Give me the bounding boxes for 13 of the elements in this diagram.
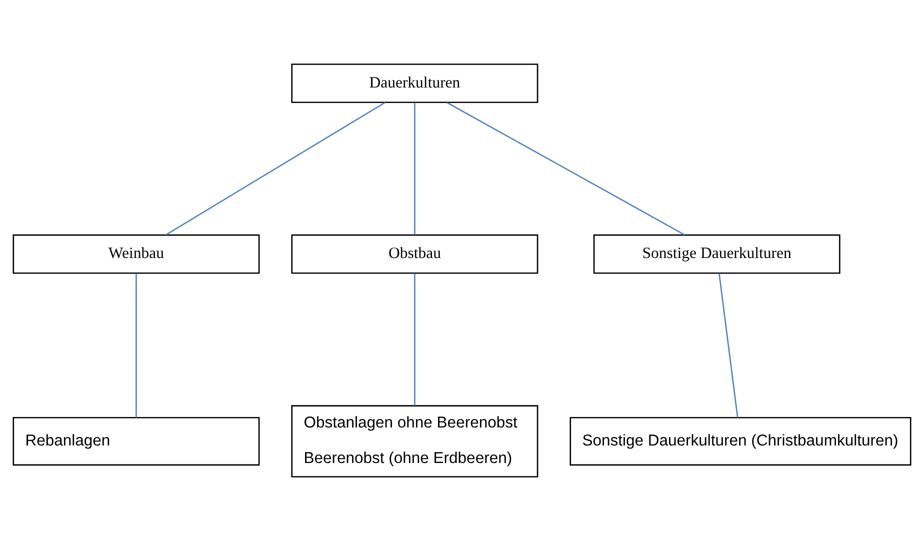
- connector: [718, 272, 738, 418]
- connector: [446, 102, 686, 235]
- node-box: Sonstige Dauerkulturen: [593, 234, 840, 274]
- connector: [414, 272, 416, 406]
- connector: [414, 102, 416, 234]
- node-box: Obstanlagen ohne Beerenobst Beerenobst (ohne Erdbeeren): [291, 404, 538, 477]
- node-box: Sonstige Dauerkulturen (Christbaumkulturen): [570, 416, 912, 466]
- node-box: Dauerkulturen: [291, 63, 538, 102]
- connector: [165, 102, 386, 235]
- node-box: Rebanlagen: [12, 416, 260, 466]
- node-box: Weinbau: [12, 234, 260, 274]
- node-box: Obstbau: [291, 234, 538, 274]
- connector: [136, 272, 137, 418]
